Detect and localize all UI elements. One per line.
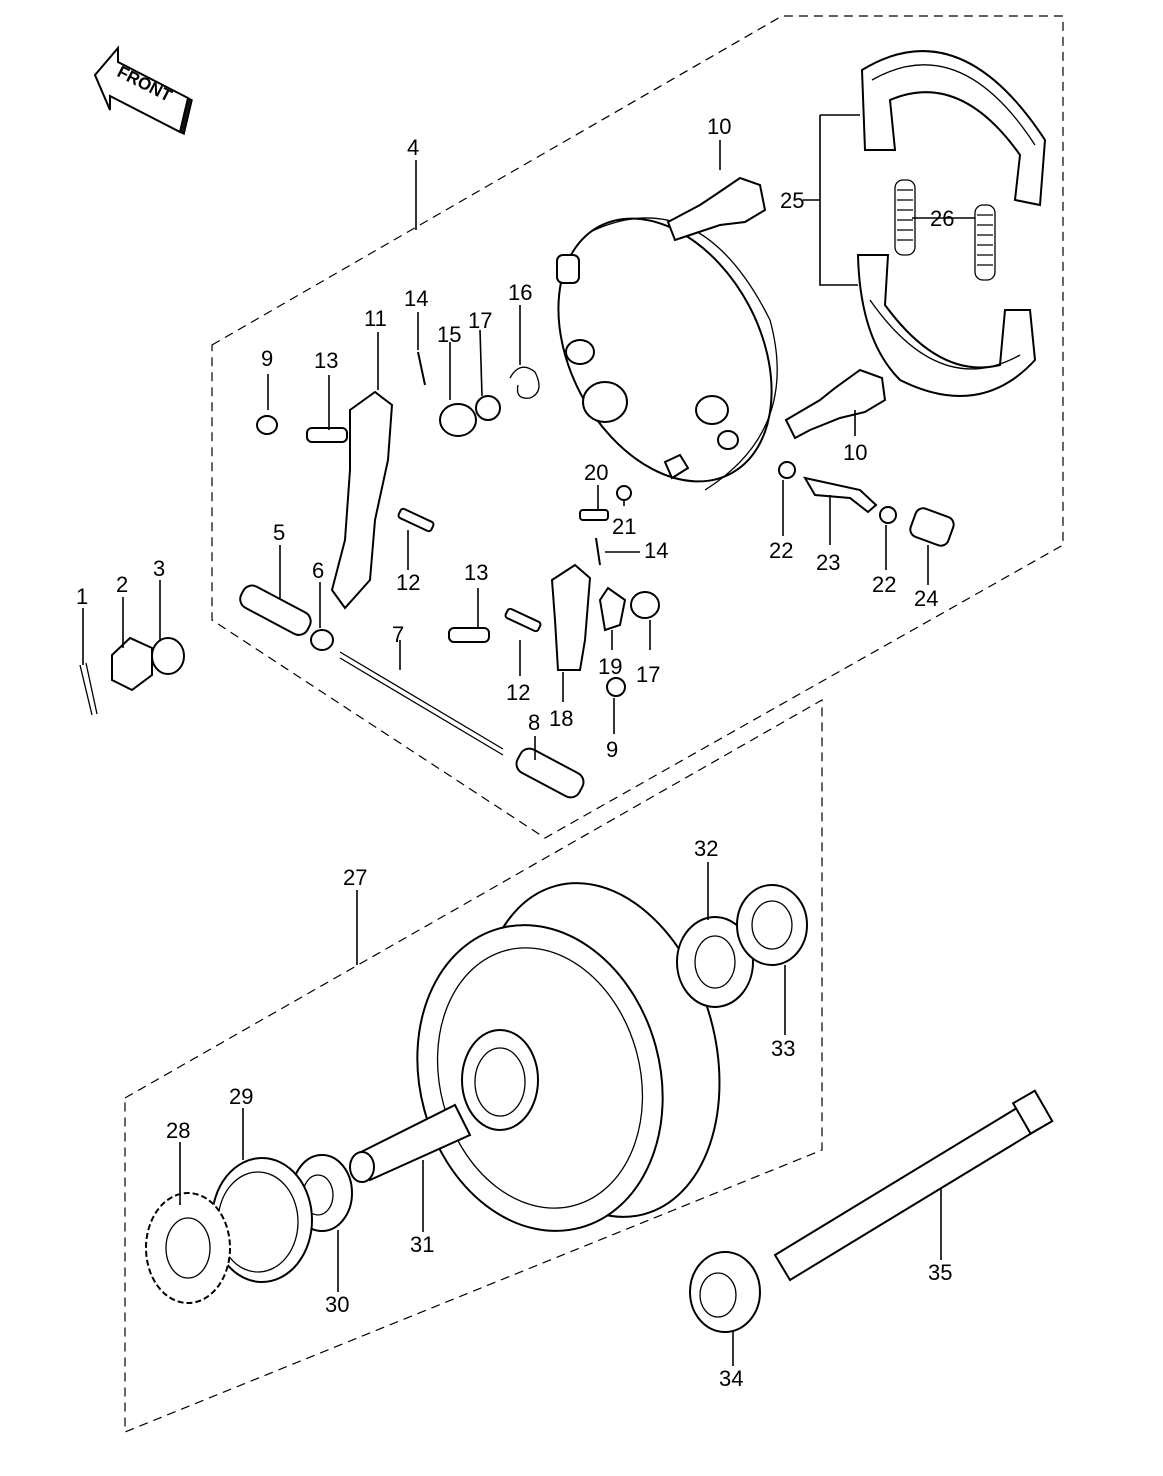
brake-panel xyxy=(556,217,778,491)
label-35: 35 xyxy=(928,1260,952,1285)
label-33: 33 xyxy=(771,1036,795,1061)
label-12-upper: 12 xyxy=(396,570,420,595)
label-18: 18 xyxy=(549,706,573,731)
label-10-lower: 10 xyxy=(843,440,867,465)
label-16: 16 xyxy=(508,280,532,305)
label-8: 8 xyxy=(528,710,540,735)
axle-35 xyxy=(773,1089,1054,1282)
spacer-31 xyxy=(349,1103,472,1183)
label-26: 26 xyxy=(930,206,954,231)
return-spring-16 xyxy=(509,366,540,399)
bolt-13-upper xyxy=(306,427,348,443)
brake-lever-11 xyxy=(330,390,394,610)
washer-3 xyxy=(151,637,185,675)
wheel-hub-27 xyxy=(416,882,721,1232)
cam-arm-19 xyxy=(598,586,627,632)
brake-cam-upper xyxy=(666,176,767,242)
leader-lines xyxy=(82,114,975,1366)
pin-14-upper xyxy=(417,351,426,386)
label-10-upper: 10 xyxy=(707,114,731,139)
washer-15 xyxy=(439,403,477,437)
label-22-right: 22 xyxy=(872,572,896,597)
label-9-lower: 9 xyxy=(606,737,618,762)
seal-29 xyxy=(211,1157,313,1283)
label-6: 6 xyxy=(312,558,324,583)
label-29: 29 xyxy=(229,1084,253,1109)
collar-34 xyxy=(689,1251,761,1333)
label-13-upper: 13 xyxy=(314,348,338,373)
nut-9-upper xyxy=(256,415,278,435)
bushing-17-lower xyxy=(630,591,660,619)
brake-shoe-lower xyxy=(856,254,1037,397)
speedometer-gear-28 xyxy=(145,1192,231,1304)
label-3: 3 xyxy=(153,556,165,581)
bolt-13-lower xyxy=(448,627,490,643)
brake-rod-7 xyxy=(339,657,504,756)
label-11: 11 xyxy=(364,306,387,331)
bolt-12-lower xyxy=(504,607,542,633)
bolt-12-upper xyxy=(397,507,435,533)
washer-22-right xyxy=(879,506,897,524)
label-17-lower: 17 xyxy=(636,662,660,687)
speedometer-pinion-gear xyxy=(802,476,878,514)
front-arrow-icon: FRONT xyxy=(93,45,193,136)
label-19: 19 xyxy=(598,654,622,679)
bushing-17-upper xyxy=(475,395,501,421)
nut-6 xyxy=(310,629,334,651)
joint-8 xyxy=(515,747,585,799)
axle-nut-2 xyxy=(111,636,153,692)
cotter-pin-1 xyxy=(79,662,98,716)
brake-panel-assembly-outline xyxy=(211,15,1064,839)
brake-spring-right xyxy=(974,204,996,281)
bearing-32 xyxy=(676,916,754,1008)
label-28: 28 xyxy=(166,1118,190,1143)
joint-pin-5 xyxy=(239,584,312,636)
brake-shoe-upper xyxy=(860,50,1047,207)
nut-9-lower xyxy=(606,677,626,697)
label-9-upper: 9 xyxy=(261,346,273,371)
label-23: 23 xyxy=(816,550,840,575)
label-32: 32 xyxy=(694,836,718,861)
wheel-hub-assembly-outline xyxy=(124,698,823,1433)
label-34: 34 xyxy=(719,1366,743,1391)
speedometer-bushing xyxy=(909,507,955,547)
label-2: 2 xyxy=(116,572,128,597)
pin-14-lower xyxy=(595,537,601,566)
seal-33 xyxy=(736,884,808,966)
washer-22-left xyxy=(778,461,796,479)
label-17-upper: 17 xyxy=(468,308,492,333)
label-31: 31 xyxy=(410,1232,434,1257)
washer-21 xyxy=(616,485,632,501)
label-25: 25 xyxy=(780,188,804,213)
label-7: 7 xyxy=(392,622,404,647)
label-1: 1 xyxy=(76,584,88,609)
brake-cam-lower xyxy=(784,368,887,440)
label-13-lower: 13 xyxy=(464,560,488,585)
label-14-lower: 14 xyxy=(644,538,668,563)
label-12-lower: 12 xyxy=(506,680,530,705)
label-22-left: 22 xyxy=(769,538,793,563)
label-4: 4 xyxy=(407,135,419,160)
label-27: 27 xyxy=(343,865,367,890)
label-14-upper: 14 xyxy=(404,286,428,311)
label-21: 21 xyxy=(612,514,636,539)
label-20: 20 xyxy=(584,460,608,485)
label-30: 30 xyxy=(325,1292,349,1317)
label-15: 15 xyxy=(437,322,461,347)
brake-lever-18 xyxy=(550,563,592,671)
label-24: 24 xyxy=(914,586,938,611)
bolt-20 xyxy=(579,509,609,521)
label-5: 5 xyxy=(273,520,285,545)
